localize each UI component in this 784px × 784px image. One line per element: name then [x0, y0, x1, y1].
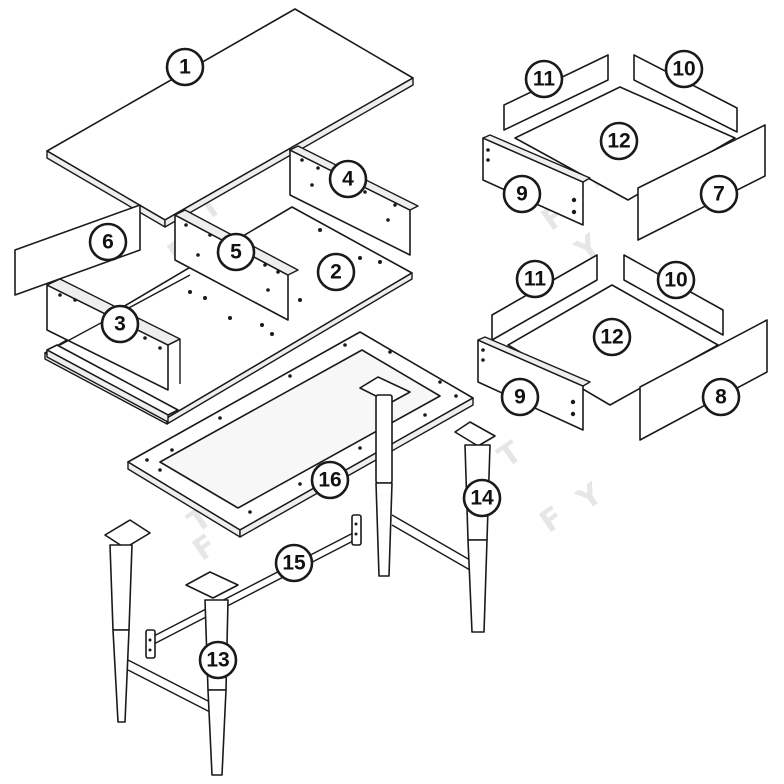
svg-text:F: F [534, 500, 571, 540]
callout-10-bottom: 10 [656, 260, 696, 300]
callout-label: 7 [713, 183, 725, 206]
callout-11-bottom: 11 [515, 259, 555, 299]
part-leg-front-right [454, 421, 496, 633]
callout-label: 11 [524, 268, 547, 291]
callout-12-bottom: 12 [592, 317, 632, 357]
svg-text:T: T [492, 434, 529, 475]
callout-label: 6 [102, 231, 114, 254]
callout-8: 8 [701, 377, 741, 417]
callout-10-top: 10 [664, 49, 704, 89]
callout-label: 16 [318, 469, 341, 492]
callout-11-top: 11 [524, 59, 564, 99]
callout-label: 3 [114, 313, 126, 336]
part-side-rail [145, 514, 362, 659]
callout-16: 16 [310, 460, 350, 500]
callout-14: 14 [462, 478, 502, 518]
svg-text:Y: Y [570, 476, 610, 518]
callout-9-bottom: 9 [500, 377, 540, 417]
callout-3: 3 [100, 304, 140, 344]
callout-label: 8 [715, 386, 727, 409]
callout-12-top: 12 [599, 121, 639, 161]
callout-label: 10 [664, 269, 687, 292]
callout-label: 12 [600, 326, 623, 349]
part-desk-top [46, 8, 414, 228]
svg-text:F: F [187, 528, 224, 568]
callout-label: 1 [179, 56, 191, 79]
callout-4: 4 [328, 159, 368, 199]
callout-label: 4 [342, 168, 354, 191]
callout-label: 14 [470, 487, 494, 510]
callout-7: 7 [699, 174, 739, 214]
callout-label: 9 [516, 183, 528, 206]
callout-9-top: 9 [502, 174, 542, 214]
callout-label: 5 [230, 241, 242, 264]
callout-label: 13 [206, 649, 229, 672]
callout-label: 12 [607, 130, 630, 153]
callout-6: 6 [88, 222, 128, 262]
callout-label: 10 [672, 58, 695, 81]
part-bottom-strip [46, 274, 191, 423]
callout-label: 15 [282, 552, 306, 575]
part-leg-front-left [104, 519, 211, 723]
callout-label: 11 [533, 68, 556, 91]
part-leg-back-right [359, 376, 471, 577]
callout-label: 9 [514, 386, 526, 409]
callout-label: 2 [330, 261, 342, 284]
callout-13: 13 [198, 640, 238, 680]
callout-5: 5 [216, 232, 256, 272]
callout-1: 1 [165, 47, 205, 87]
callout-2: 2 [316, 252, 356, 292]
callout-15: 15 [274, 543, 314, 583]
